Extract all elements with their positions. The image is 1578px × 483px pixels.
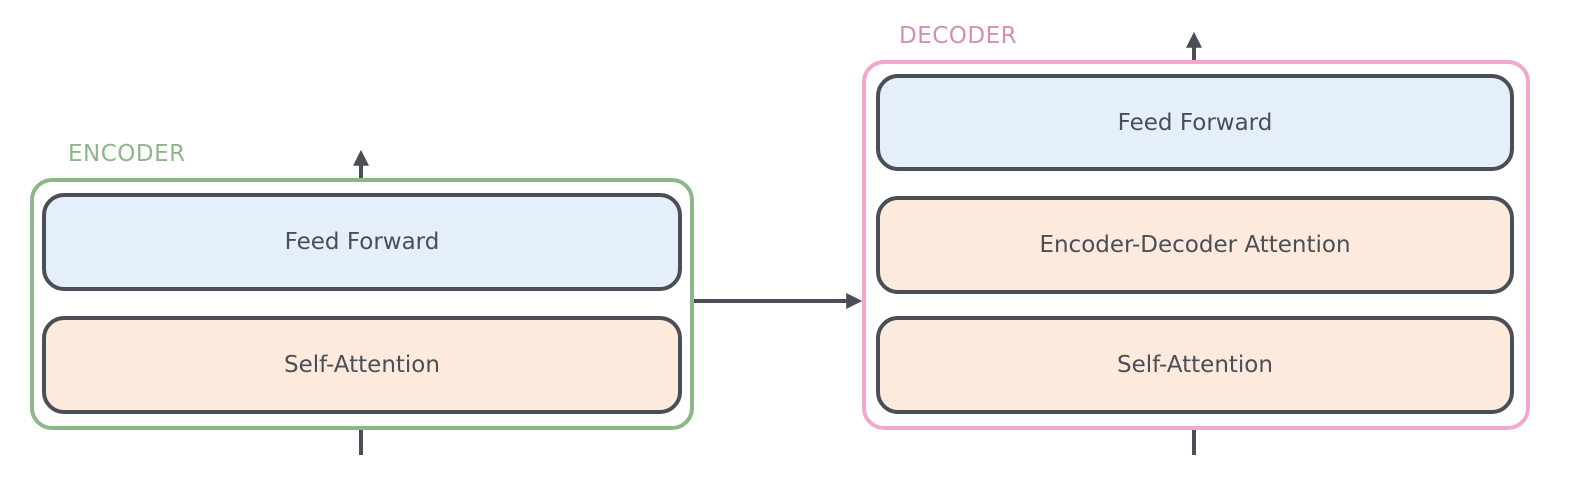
decoder-feed-forward: Feed Forward	[876, 74, 1514, 171]
decoder-feed-forward-label: Feed Forward	[1117, 109, 1273, 136]
encoder-self-attention-label: Self-Attention	[284, 352, 440, 378]
decoder-self-attention-label: Self-Attention	[1117, 352, 1273, 378]
decoder-title: DECODER	[899, 23, 1018, 49]
encoder-title: ENCODER	[68, 141, 186, 167]
encoder-feed-forward: Feed Forward	[42, 193, 682, 291]
decoder-self-attention: Self-Attention	[876, 316, 1514, 414]
decoder-encoder-decoder-attention: Encoder-Decoder Attention	[876, 196, 1514, 294]
encoder-self-attention: Self-Attention	[42, 316, 682, 414]
decoder-encoder-decoder-attention-label: Encoder-Decoder Attention	[1039, 232, 1351, 258]
encoder-feed-forward-label: Feed Forward	[284, 229, 440, 255]
